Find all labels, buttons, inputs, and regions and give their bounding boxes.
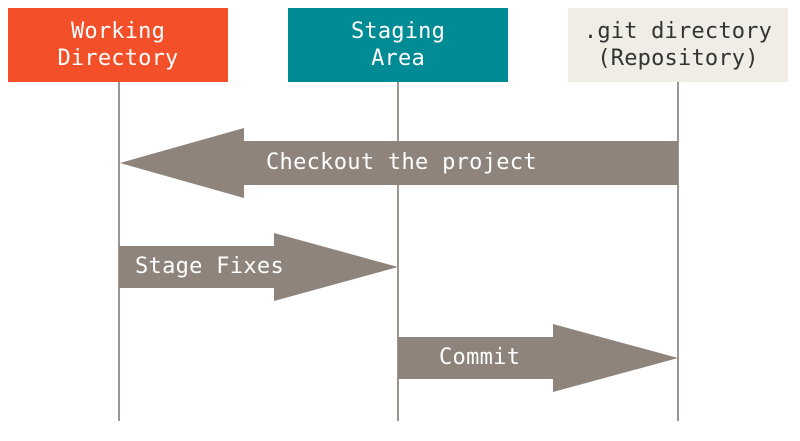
repository-lifeline <box>677 82 679 421</box>
stage-fixes-arrow <box>119 233 398 301</box>
git-directory-box: .git directory (Repository) <box>568 8 788 82</box>
git-directory-label-line2: (Repository) <box>597 46 759 71</box>
staging-area-label-line2: Area <box>371 46 425 71</box>
git-directory-label-line1: .git directory <box>583 19 773 44</box>
checkout-arrow-label: Checkout the project <box>266 150 537 175</box>
commit-arrow <box>398 324 678 392</box>
working-directory-box: Working Directory <box>8 8 228 82</box>
commit-arrow-label: Commit <box>439 345 521 370</box>
stage-fixes-arrow-label: Stage Fixes <box>135 254 284 279</box>
staging-area-lifeline <box>397 82 399 421</box>
staging-area-box: Staging Area <box>288 8 508 82</box>
checkout-arrow <box>120 128 678 198</box>
working-directory-label-line1: Working <box>70 19 166 44</box>
staging-area-label-line1: Staging <box>350 19 446 44</box>
working-directory-label-line2: Directory <box>57 46 179 71</box>
